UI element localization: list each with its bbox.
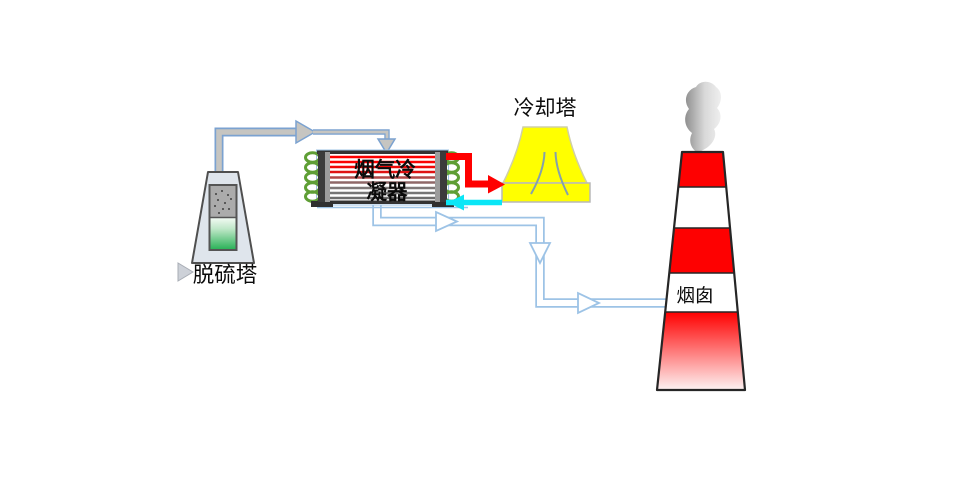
hot-water-pipe: [446, 153, 505, 194]
flue-duct-condenser-to-chimney: [372, 199, 666, 315]
condenser-bottom-rail: [317, 200, 448, 204]
duct-segment: [372, 200, 666, 308]
condenser-foot: [432, 201, 454, 207]
chimney-band-red: [657, 152, 745, 187]
chimney-band-white: [657, 187, 745, 228]
pipe-segment: [446, 153, 489, 188]
spray-droplets: [214, 190, 232, 214]
flow-arrow-right-icon: [488, 175, 505, 194]
flow-arrow-left-icon: [448, 194, 464, 211]
condenser-tubes: [330, 155, 435, 200]
condenser-end-plate: [435, 152, 440, 202]
cold-water-pipe: [446, 194, 502, 211]
chimney: 烟囱: [655, 81, 747, 392]
spray-zone: [210, 186, 236, 218]
flow-arrow-right-icon: [435, 210, 460, 233]
shell-curve: [530, 151, 546, 195]
smoke-plume: [685, 81, 721, 153]
flue-gas-condenser: [304, 149, 460, 207]
chimney-band-red: [657, 228, 745, 273]
pipe-segment: [313, 130, 389, 141]
condenser-end-plate: [440, 152, 447, 202]
flow-arrow-right-icon: [295, 119, 317, 145]
condenser-foot: [311, 201, 333, 207]
label-pointer-icon: [177, 262, 194, 282]
chimney-outline: [655, 150, 747, 392]
shell-curve: [554, 151, 569, 196]
cooling-tower-label: 冷却塔: [514, 96, 577, 120]
flow-arrow-down-icon: [528, 242, 552, 266]
condenser-label-line1: 烟气冷: [354, 158, 416, 182]
chimney-label: 烟囱: [676, 286, 713, 307]
desulfurization-tower-label: 脱硫塔: [193, 263, 258, 288]
condenser-label-line2: 凝器: [367, 180, 408, 204]
condenser-end-plate: [318, 152, 325, 202]
pipe-segment: [216, 129, 297, 178]
flow-arrow-down-icon: [376, 138, 397, 155]
chimney-band-gradient: [657, 312, 745, 390]
flue-gas-pipe-tower-to-condenser: [214, 119, 397, 178]
condenser-top-rail: [317, 150, 448, 154]
condenser-end-plate: [325, 152, 330, 202]
slurry-liquid: [210, 218, 236, 249]
cooling-tower-basin: [501, 182, 591, 203]
chimney-bands: [657, 152, 745, 390]
cooling-tower: 冷却塔: [501, 96, 591, 203]
desulfurization-tower: 脱硫塔: [177, 171, 258, 288]
chimney-band-white: [657, 273, 745, 312]
flow-arrow-right-icon: [577, 291, 602, 315]
duct-segment: [374, 199, 666, 306]
